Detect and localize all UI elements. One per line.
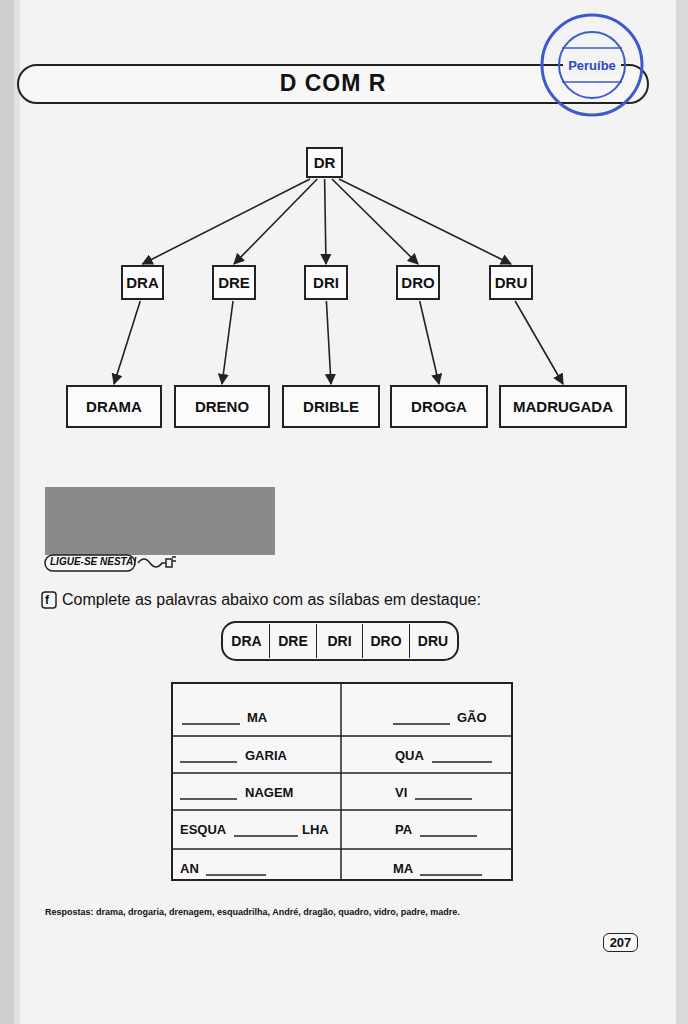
node-text: DRU xyxy=(495,274,528,291)
syllable-box: DRE xyxy=(212,265,256,300)
node-text: DRI xyxy=(327,633,351,649)
node-text: DRE xyxy=(218,274,250,291)
table-cell: AN xyxy=(180,861,199,876)
node-text: DRO xyxy=(370,633,401,649)
callout-tag: LIGUE-SE NESTA! xyxy=(50,556,136,567)
node-text: DRIBLE xyxy=(303,398,359,415)
syllable-cell: DRU xyxy=(410,624,456,658)
table-cell: PA xyxy=(395,822,412,837)
node-text: DRA xyxy=(126,274,159,291)
node-text: DRU xyxy=(418,633,448,649)
word-box: MADRUGADA xyxy=(499,385,627,428)
table-cell: MA xyxy=(393,861,413,876)
arrow-connector xyxy=(114,301,140,384)
page-title: D COM R xyxy=(280,70,387,97)
node-text: DRO xyxy=(401,274,434,291)
arrow-connector xyxy=(326,301,331,384)
arrow-connector xyxy=(420,301,439,384)
table-cell: QUA xyxy=(395,748,424,763)
arrow-connector xyxy=(339,179,511,264)
syllable-box: DRI xyxy=(304,265,348,300)
page-number: 207 xyxy=(603,933,638,952)
table-cell: MA xyxy=(247,710,267,725)
syllable-cell: DRO xyxy=(363,624,410,658)
arrow-connector xyxy=(143,179,311,264)
word-box: DROGA xyxy=(390,385,488,428)
node-text: DROGA xyxy=(411,398,467,415)
syllable-cell: DRI xyxy=(317,624,363,658)
instruction: Complete as palavras abaixo com as sílab… xyxy=(62,591,481,609)
answer-key: Respostas: drama, drogaria, drenagem, es… xyxy=(45,907,460,917)
table-cell: LHA xyxy=(302,822,329,837)
syllable-cell: DRA xyxy=(224,624,270,658)
exercise-number: f xyxy=(45,593,49,607)
node-text: MADRUGADA xyxy=(513,398,613,415)
node-text: DRAMA xyxy=(86,398,142,415)
node-text: DR xyxy=(314,154,336,171)
syllable-box: DRA xyxy=(121,265,164,300)
word-box: DRAMA xyxy=(66,385,162,428)
table-cell: ESQUA xyxy=(180,822,226,837)
syllable-box: DRO xyxy=(396,265,440,300)
root-box: DR xyxy=(306,147,343,178)
arrow-connector xyxy=(325,179,326,264)
arrow-connector xyxy=(332,179,418,264)
node-text: DRENO xyxy=(195,398,249,415)
node-text: 207 xyxy=(610,935,632,950)
node-text: DRA xyxy=(231,633,261,649)
node-text: DRI xyxy=(313,274,339,291)
arrow-connector xyxy=(222,301,233,384)
table-cell: GÃO xyxy=(457,710,487,725)
word-box: DRENO xyxy=(174,385,270,428)
node-text: DRE xyxy=(278,633,308,649)
stamp-label: Peruíbe xyxy=(563,55,621,75)
table-cell: VI xyxy=(395,785,407,800)
syllable-cell: DRE xyxy=(270,624,317,658)
node-text: Peruíbe xyxy=(568,58,616,73)
arrow-connector xyxy=(515,301,563,384)
arrow-connector xyxy=(234,179,317,264)
table-cell: NAGEM xyxy=(245,785,293,800)
syllable-box: DRU xyxy=(489,265,533,300)
word-box: DRIBLE xyxy=(282,385,380,428)
table-cell: GARIA xyxy=(245,748,287,763)
